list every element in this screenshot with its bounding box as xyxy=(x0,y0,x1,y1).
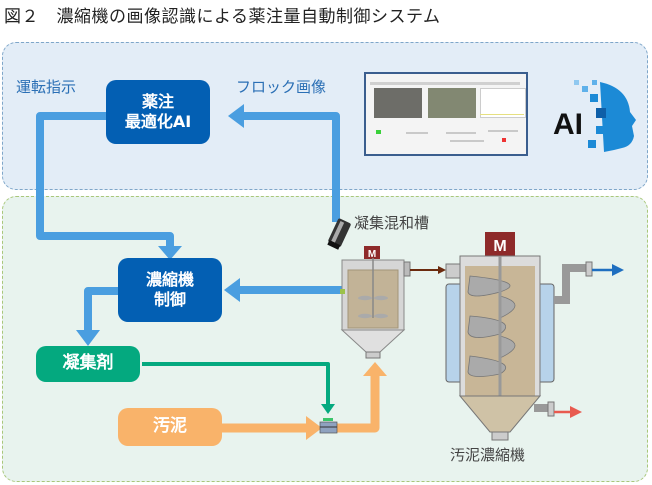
monitoring-screenshot xyxy=(364,72,528,156)
thickener-control-box: 濃縮機制御 xyxy=(118,258,222,322)
sludge-box: 汚泥 xyxy=(118,408,222,446)
svg-text:M: M xyxy=(368,249,376,260)
flow-operation-instruction xyxy=(36,112,174,250)
line-mixer-icon xyxy=(319,418,338,434)
floc-image-thumbnail-1 xyxy=(374,88,422,118)
label-coagulation-mixing-tank: 凝集混和槽 xyxy=(354,214,430,232)
ai-head-logo-icon: AI xyxy=(553,80,636,152)
arrow-to-coagulant xyxy=(76,330,100,346)
coagulation-mixing-tank: M xyxy=(340,246,411,359)
sludge-thickener: M xyxy=(445,232,593,441)
arrow-to-tank xyxy=(363,362,387,376)
arrow-to-ai xyxy=(228,104,244,128)
flow-mixer-to-tank xyxy=(336,374,380,433)
arrow-sludge-to-mixer xyxy=(306,416,322,440)
camera-icon xyxy=(327,218,351,250)
flow-floc-image xyxy=(240,112,340,222)
arrow-to-control-right xyxy=(224,278,240,302)
label-operation-instruction: 運転指示 xyxy=(16,78,77,96)
chemical-dosing-ai-box: 薬注最適化AI xyxy=(106,80,210,144)
status-led-red xyxy=(502,138,506,142)
status-led-green xyxy=(376,130,381,134)
label-floc-image: フロック画像 xyxy=(236,78,327,96)
floc-image-thumbnail-2 xyxy=(428,88,476,118)
label-sludge-thickener: 汚泥濃縮機 xyxy=(450,446,526,464)
coagulant-box: 凝集剤 xyxy=(36,346,140,382)
arrow-coagulant-to-mixer xyxy=(321,404,335,414)
flow-coagulant xyxy=(142,362,330,404)
figure-title: 図２ 濃縮機の画像認識による薬注量自動制御システム xyxy=(4,7,441,27)
svg-text:AI: AI xyxy=(553,108,583,141)
svg-text:M: M xyxy=(493,238,506,255)
trend-plot xyxy=(480,88,526,118)
arrow-to-control xyxy=(158,246,182,260)
flow-control-to-coagulant xyxy=(84,287,118,332)
